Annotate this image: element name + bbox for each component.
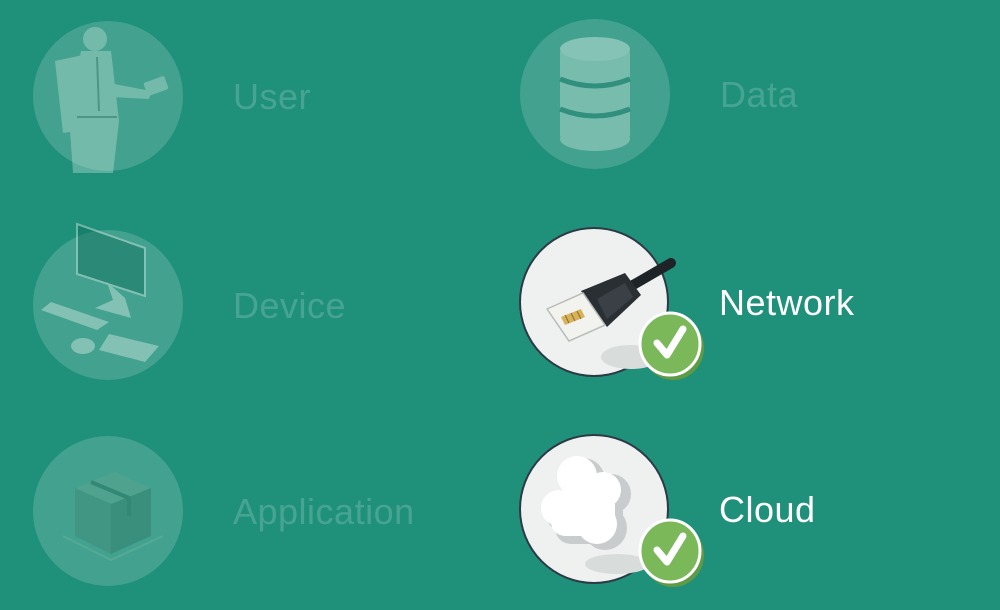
pillar-data[interactable]: Data bbox=[520, 19, 980, 179]
cloud-icon bbox=[541, 456, 649, 574]
cloud-label: Cloud bbox=[719, 489, 816, 530]
check-badge-icon bbox=[638, 311, 704, 380]
person-icon bbox=[55, 27, 169, 173]
user-circle bbox=[33, 21, 183, 173]
application-label: Application bbox=[233, 491, 415, 532]
pillar-network[interactable]: Network bbox=[519, 227, 979, 387]
pillar-device[interactable]: Device bbox=[33, 222, 493, 390]
database-icon bbox=[559, 37, 631, 151]
data-circle bbox=[520, 19, 670, 169]
device-circle bbox=[33, 222, 183, 380]
package-box-icon bbox=[62, 472, 164, 562]
application-circle bbox=[33, 436, 183, 586]
pillar-cloud[interactable]: Cloud bbox=[519, 434, 979, 594]
device-label: Device bbox=[233, 285, 347, 326]
network-circle bbox=[519, 227, 704, 380]
check-badge-icon bbox=[638, 518, 704, 587]
user-label: User bbox=[233, 76, 312, 117]
pillar-user[interactable]: User bbox=[33, 21, 493, 181]
data-label: Data bbox=[720, 74, 799, 115]
ethernet-cable-icon bbox=[545, 258, 676, 369]
cloud-circle bbox=[519, 434, 704, 587]
computer-icon bbox=[41, 222, 159, 362]
network-label: Network bbox=[719, 282, 855, 323]
pillar-application[interactable]: Application bbox=[33, 436, 493, 596]
